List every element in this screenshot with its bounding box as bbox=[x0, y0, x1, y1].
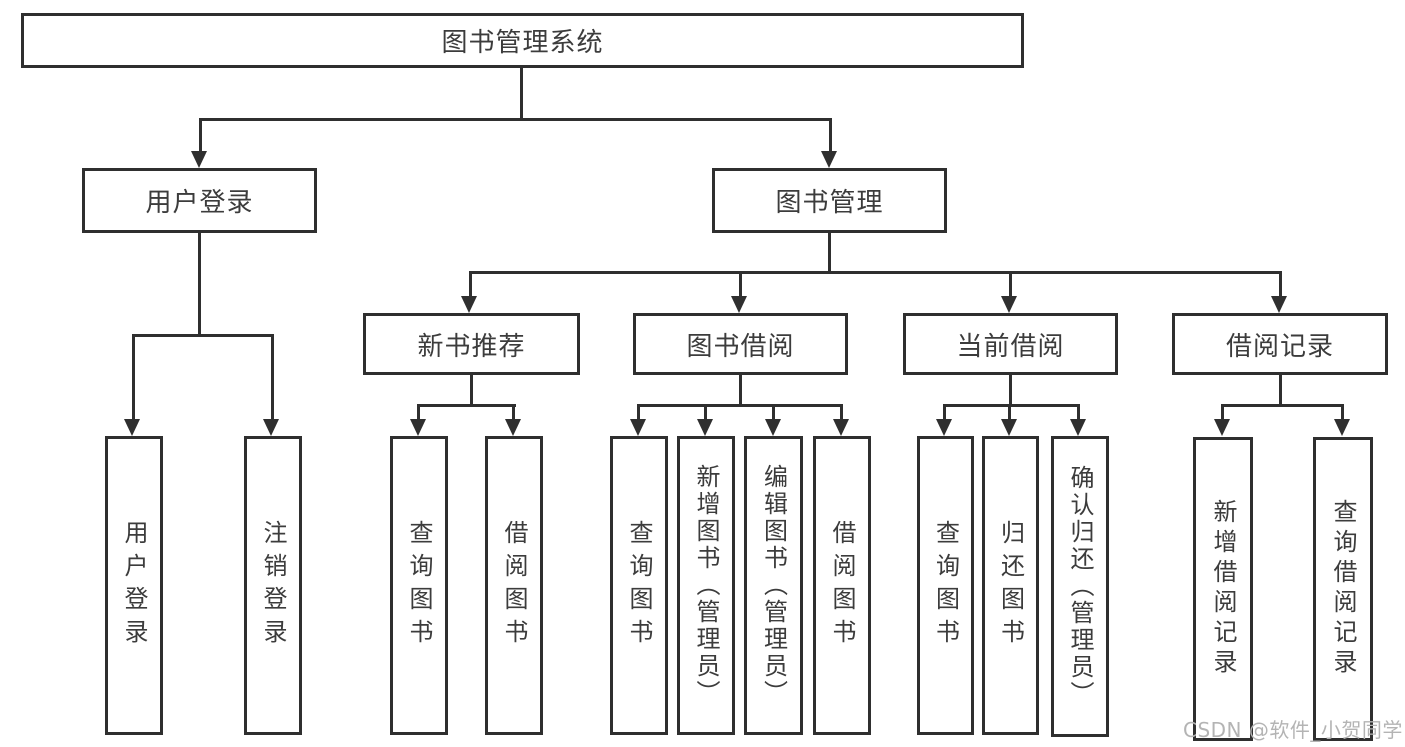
node-root: 图书管理系统 bbox=[21, 13, 1024, 68]
node-leaf-nb-query-books: 查询图书 bbox=[390, 436, 448, 735]
node-leaf-bb-query-books: 查询图书 bbox=[610, 436, 668, 735]
node-book-borrowing-label: 图书借阅 bbox=[686, 331, 795, 362]
node-new-book-recommend-label: 新书推荐 bbox=[417, 331, 526, 362]
connector-g3-hbar bbox=[944, 404, 1080, 407]
connector-user-login-stem bbox=[198, 233, 201, 336]
node-borrowing-records-label: 借阅记录 bbox=[1225, 331, 1334, 362]
arrow-down-icon bbox=[410, 419, 426, 436]
connector-drop-user-login bbox=[199, 118, 202, 153]
arrow-down-icon bbox=[1001, 419, 1017, 436]
leaf-label: 新增图书（管理员） bbox=[692, 464, 720, 707]
node-user-login: 用户登录 bbox=[82, 168, 317, 233]
csdn-watermark: CSDN @软件_小贺同学 bbox=[1183, 718, 1403, 742]
arrow-down-icon bbox=[505, 419, 521, 436]
connector-g2-drop4 bbox=[840, 404, 843, 420]
connector-g1-stem bbox=[470, 375, 473, 406]
arrow-down-icon bbox=[1334, 419, 1350, 436]
arrow-down-icon bbox=[1070, 419, 1086, 436]
node-new-book-recommend: 新书推荐 bbox=[363, 313, 580, 375]
leaf-label: 新增借阅记录 bbox=[1209, 499, 1237, 679]
arrow-down-icon bbox=[461, 296, 477, 313]
arrow-down-icon bbox=[936, 419, 952, 436]
arrow-down-icon bbox=[731, 296, 747, 313]
arrow-down-icon bbox=[263, 419, 279, 436]
connector-drop-book-borrowing bbox=[739, 271, 742, 298]
arrow-down-icon bbox=[124, 419, 140, 436]
node-current-borrowing-label: 当前借阅 bbox=[956, 331, 1065, 362]
leaf-label: 编辑图书（管理员） bbox=[759, 464, 788, 707]
connector-drop-current-borrowing bbox=[1009, 271, 1012, 298]
leaf-label: 用户登录 bbox=[120, 519, 148, 652]
leaf-label: 归还图书 bbox=[996, 519, 1025, 652]
connector-g2-stem bbox=[739, 375, 742, 406]
connector-g4-drop1 bbox=[1221, 404, 1224, 420]
connector-drop-leaf-user-login bbox=[132, 334, 135, 420]
leaf-label: 查询图书 bbox=[625, 519, 653, 652]
leaf-label: 借阅图书 bbox=[828, 519, 856, 652]
arrow-down-icon bbox=[765, 419, 781, 436]
arrow-down-icon bbox=[697, 419, 713, 436]
connector-g4-hbar bbox=[1222, 404, 1344, 407]
node-leaf-br-query-record: 查询借阅记录 bbox=[1313, 437, 1373, 741]
connector-g3-drop2 bbox=[1008, 404, 1011, 420]
node-leaf-bb-add-books-admin: 新增图书（管理员） bbox=[677, 436, 735, 735]
connector-drop-borrowing-records bbox=[1279, 271, 1282, 298]
node-leaf-bb-edit-books-admin: 编辑图书（管理员） bbox=[744, 436, 803, 735]
node-borrowing-records: 借阅记录 bbox=[1172, 313, 1388, 375]
connector-book-mgmt-hbar bbox=[469, 271, 1282, 274]
connector-drop-book-management bbox=[829, 118, 832, 153]
connector-root-stem bbox=[520, 68, 523, 121]
arrow-down-icon bbox=[1001, 296, 1017, 313]
node-book-management-label: 图书管理 bbox=[775, 188, 884, 218]
leaf-label: 确认归还（管理员） bbox=[1066, 465, 1094, 708]
leaf-label: 查询图书 bbox=[931, 519, 960, 652]
node-leaf-cb-query-books: 查询图书 bbox=[917, 436, 974, 735]
connector-g2-drop2 bbox=[704, 404, 707, 420]
node-root-label: 图书管理系统 bbox=[441, 28, 604, 58]
node-leaf-bb-borrow-books: 借阅图书 bbox=[813, 436, 871, 735]
arrow-down-icon bbox=[833, 419, 849, 436]
connector-g3-stem bbox=[1009, 375, 1012, 406]
connector-g1-hbar bbox=[418, 404, 516, 407]
arrow-down-icon bbox=[630, 419, 646, 436]
node-leaf-nb-borrow-books: 借阅图书 bbox=[485, 436, 543, 735]
connector-book-mgmt-stem bbox=[828, 233, 831, 273]
connector-g4-drop2 bbox=[1341, 404, 1344, 420]
leaf-label: 注销登录 bbox=[259, 519, 287, 652]
connector-g3-drop1 bbox=[943, 404, 946, 420]
connector-g2-drop1 bbox=[637, 404, 640, 420]
connector-g1-drop1 bbox=[417, 404, 420, 420]
connector-g4-stem bbox=[1279, 375, 1282, 406]
arrow-down-icon bbox=[1214, 419, 1230, 436]
node-book-management: 图书管理 bbox=[712, 168, 947, 233]
node-leaf-logout-login: 注销登录 bbox=[244, 436, 302, 735]
node-leaf-user-login: 用户登录 bbox=[105, 436, 163, 735]
connector-user-login-hbar bbox=[132, 334, 274, 337]
node-user-login-label: 用户登录 bbox=[145, 188, 254, 218]
node-leaf-cb-confirm-return-admin: 确认归还（管理员） bbox=[1051, 436, 1109, 737]
arrow-down-icon bbox=[1271, 296, 1287, 313]
node-leaf-br-add-record: 新增借阅记录 bbox=[1193, 437, 1253, 741]
leaf-label: 查询借阅记录 bbox=[1329, 499, 1357, 679]
connector-g2-hbar bbox=[638, 404, 843, 407]
connector-drop-leaf-logout bbox=[271, 334, 274, 420]
leaf-label: 查询图书 bbox=[405, 519, 433, 652]
arrow-down-icon bbox=[821, 151, 837, 168]
connector-g1-drop2 bbox=[512, 404, 515, 420]
arrow-down-icon bbox=[191, 151, 207, 168]
node-current-borrowing: 当前借阅 bbox=[903, 313, 1118, 375]
leaf-label: 借阅图书 bbox=[500, 519, 528, 652]
node-book-borrowing: 图书借阅 bbox=[633, 313, 848, 375]
connector-drop-new-book bbox=[469, 271, 472, 298]
connector-g2-drop3 bbox=[772, 404, 775, 420]
node-leaf-cb-return-books: 归还图书 bbox=[982, 436, 1039, 735]
connector-root-hbar bbox=[199, 118, 832, 121]
connector-g3-drop3 bbox=[1077, 404, 1080, 420]
